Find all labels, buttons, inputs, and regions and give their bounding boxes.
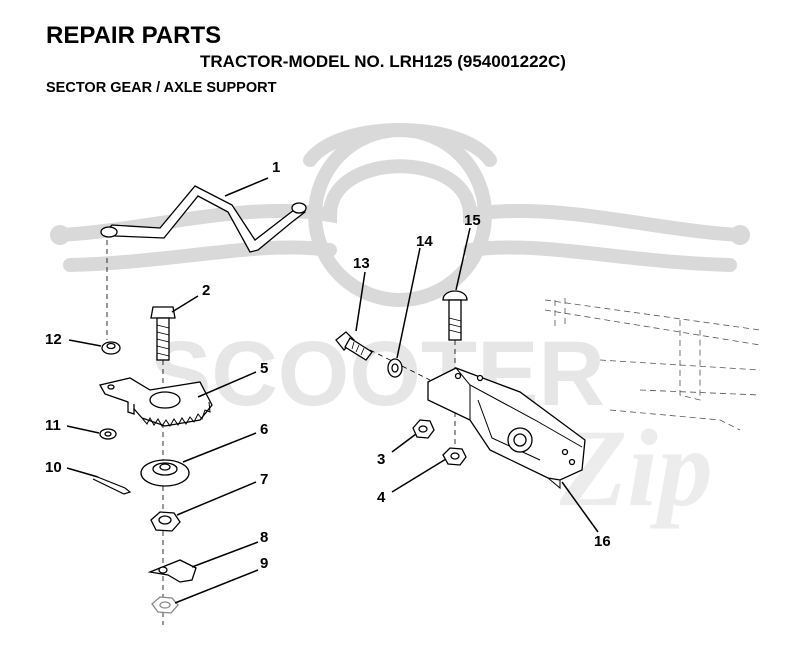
callout-labels: 1 2 3 4 5 6 7 8 9 10 11 12 13 14 15 16 [45,159,611,572]
part-15-carriage-bolt [442,290,468,341]
callout-16: 16 [594,533,611,550]
centerline-bolt-13 [369,349,431,381]
part-6-spacer [140,459,190,487]
part-2-bolt [150,306,176,361]
callout-8: 8 [260,529,268,546]
callout-3: 3 [377,451,385,468]
callout-7: 7 [260,471,268,488]
callout-11: 11 [45,417,61,434]
callout-13: 13 [353,255,370,272]
callout-2: 2 [202,282,210,299]
section-title: SECTOR GEAR / AXLE SUPPORT [46,80,277,96]
part-11-washer [99,428,117,440]
part-3-nut [412,419,435,439]
part-8-clip [147,559,197,583]
part-7-nut [150,511,181,532]
callout-1: 1 [272,159,280,176]
callout-9: 9 [260,555,268,572]
part-5-sector-gear [99,377,213,427]
part-14-washer [387,358,403,378]
page-title: REPAIR PARTS [46,22,222,49]
part-10-cotter-pin [92,475,132,495]
phantom-frame [544,298,761,431]
callout-4: 4 [377,489,386,506]
callout-5: 5 [260,360,268,377]
watermark-logo: SCOOTER Zip [50,123,750,529]
part-13-bolt [335,331,373,361]
callout-15: 15 [464,212,481,229]
model-number: TRACTOR-MODEL NO. LRH125 (954001222C) [200,52,566,71]
part-12-nut [101,341,121,355]
callout-14: 14 [416,233,433,250]
leader-lines [66,177,599,604]
callout-10: 10 [45,459,62,476]
part-9-nut [151,596,179,614]
watermark-script: Zip [559,407,713,529]
callout-12: 12 [45,331,62,348]
callout-6: 6 [260,421,268,438]
part-4-nut [442,447,467,466]
part-16-axle-support [427,367,586,490]
part-1-drag-link [100,185,307,253]
